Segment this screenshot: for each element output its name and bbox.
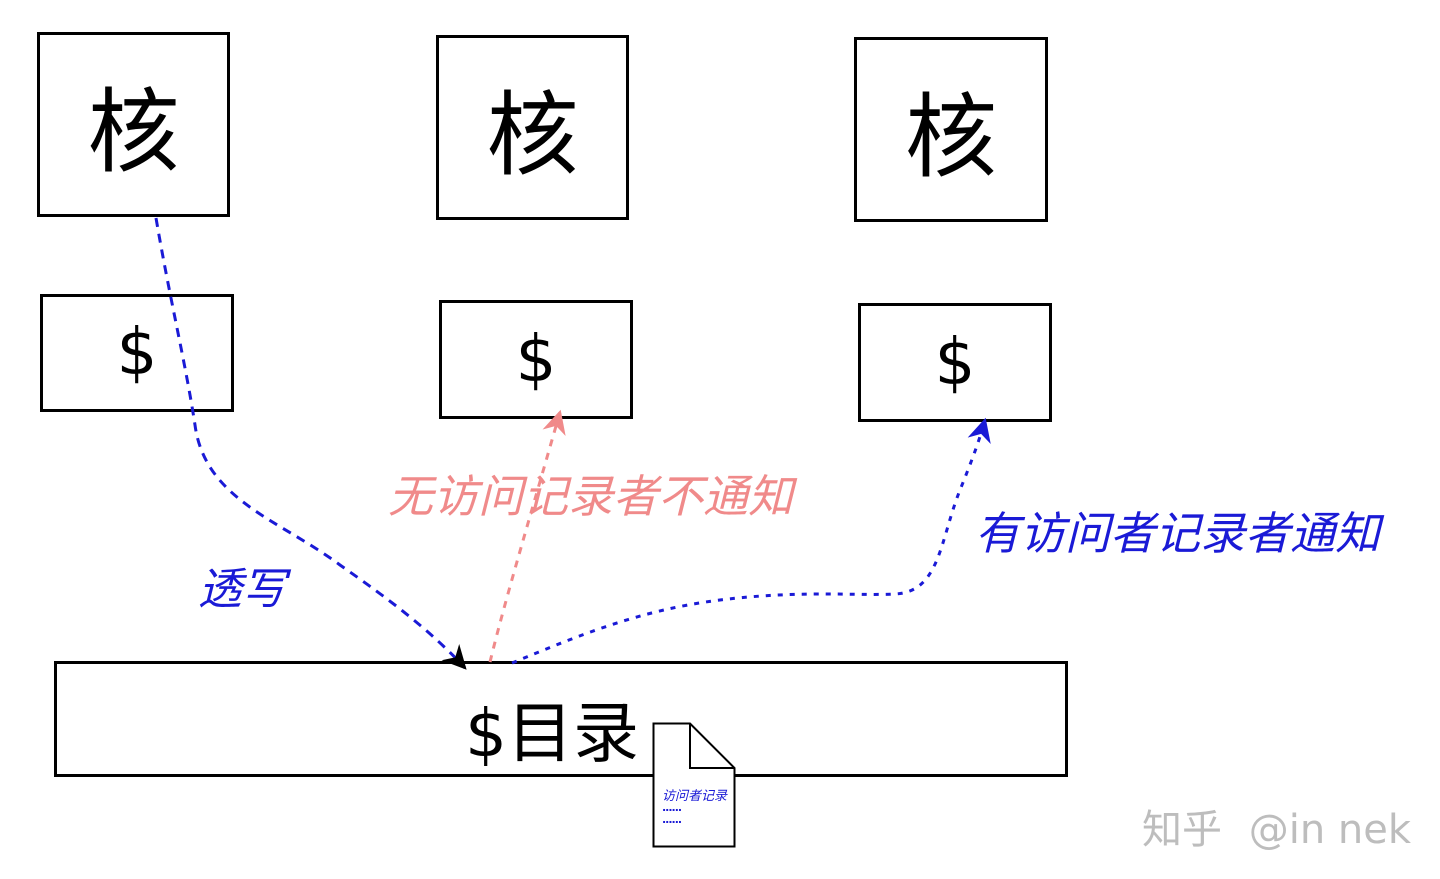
cache-box-1: $ <box>40 294 234 412</box>
write-through-label: 透写 <box>198 564 286 615</box>
document-icon <box>652 722 736 848</box>
cache-box-3: $ <box>858 303 1052 422</box>
cache-box-2: $ <box>439 300 633 419</box>
directory-label: $目录 <box>465 695 639 772</box>
notify-label: 有访问者记录者通知 <box>975 507 1381 560</box>
watermark-author: @in nek <box>1248 807 1412 853</box>
edge-no-notify <box>488 409 566 663</box>
document-line-1: ...... <box>662 801 682 814</box>
no-notify-label: 无访问记录者不通知 <box>388 470 794 523</box>
core-label: 核 <box>87 79 180 186</box>
directory-box: $目录 <box>54 661 1068 777</box>
cache-label: $ <box>515 322 557 397</box>
document-line-2: ...... <box>662 813 682 826</box>
cache-label: $ <box>116 316 158 390</box>
core-box-3: 核 <box>854 37 1048 222</box>
cache-label: $ <box>934 325 976 400</box>
document-title: 访问者记录 <box>662 789 728 804</box>
core-label: 核 <box>904 84 997 191</box>
access-record-document: 访问者记录 ...... ...... <box>652 722 736 848</box>
core-box-1: 核 <box>37 32 230 217</box>
edge-notify <box>511 417 991 665</box>
watermark-site: 知乎 <box>1142 807 1222 853</box>
core-label: 核 <box>486 82 579 189</box>
watermark: 知乎 @in nek <box>1142 797 1411 855</box>
core-box-2: 核 <box>436 35 629 220</box>
